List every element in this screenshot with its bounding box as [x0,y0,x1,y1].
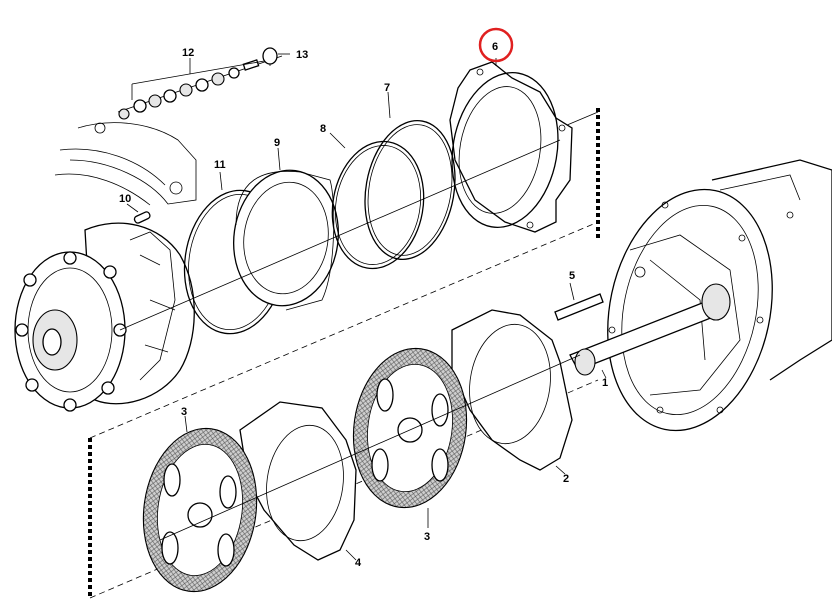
part-12-hardware-kit [117,55,283,120]
wheel-hub-assembly [14,222,195,412]
callout-12: 12 [182,47,194,59]
callout-13: 13 [296,49,308,61]
part-7-seal-ring [364,91,456,261]
callout-4: 4 [355,557,362,569]
callout-11: 11 [214,159,226,171]
axle-housing-ghost [54,122,197,206]
callout-2: 2 [563,473,569,485]
callout-10: 10 [119,193,131,205]
part-3-friction-disc-b [352,347,468,528]
part-13-ring [262,47,290,65]
callout-5: 5 [569,270,575,282]
part-1-splined-shaft [569,283,731,379]
part-9-piston [232,147,340,311]
assembly-axis-line [119,139,561,331]
part-2-steel-plate [451,309,573,475]
part-5-pin [554,282,604,321]
hub-bolt-lugs [15,251,127,412]
callout-1: 1 [602,377,608,389]
callout-3-b: 3 [424,531,430,543]
callout-8: 8 [320,123,326,135]
part-8-seal-ring [329,132,425,270]
highlight-circle-part-6 [478,27,514,63]
lower-axis-line [159,354,581,541]
part-4-steel-plate [239,401,357,561]
callout-labels: 1 2 3 3 4 5 6 7 8 9 10 11 12 13 [119,41,608,569]
callout-3-a: 3 [181,406,187,418]
callout-9: 9 [274,137,280,149]
part-3-friction-disc-a [142,415,258,593]
callout-7: 7 [384,82,390,94]
part-10-pin [126,203,151,224]
callout-6: 6 [492,41,498,53]
part-6-brake-cover [449,58,573,233]
